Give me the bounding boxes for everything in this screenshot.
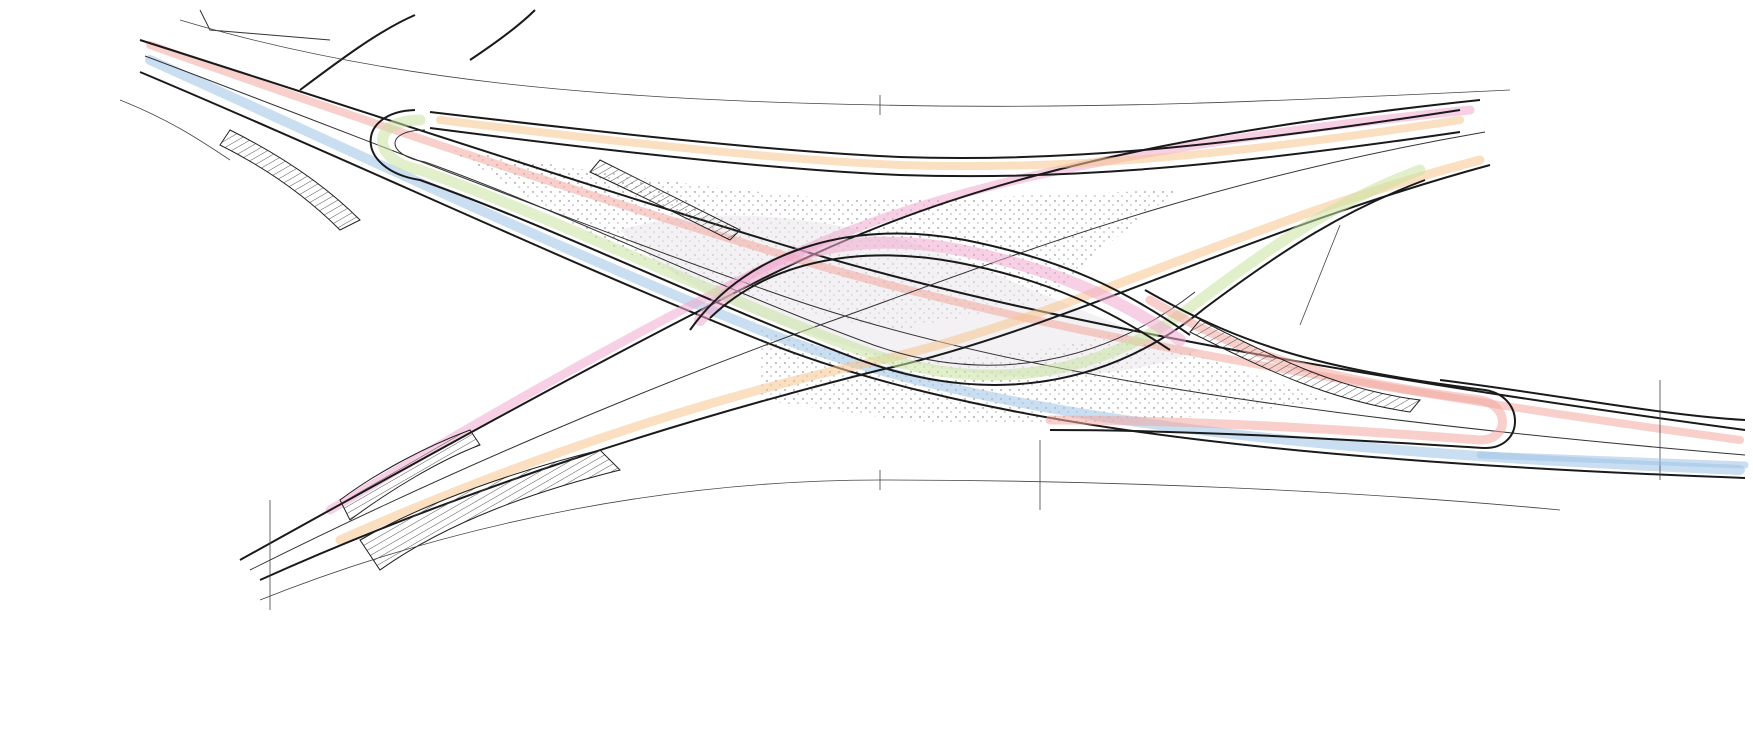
interior-grey-wash	[620, 215, 1200, 377]
central-flyover-arc	[689, 232, 1191, 351]
green-loop-ramp	[369, 109, 1426, 386]
top-left-spurs	[199, 9, 536, 91]
lower-left-ramp	[219, 129, 1421, 571]
east-highway-tail	[1439, 379, 1749, 469]
dimension-lines	[119, 19, 1661, 610]
upper-ramp	[429, 109, 1464, 178]
